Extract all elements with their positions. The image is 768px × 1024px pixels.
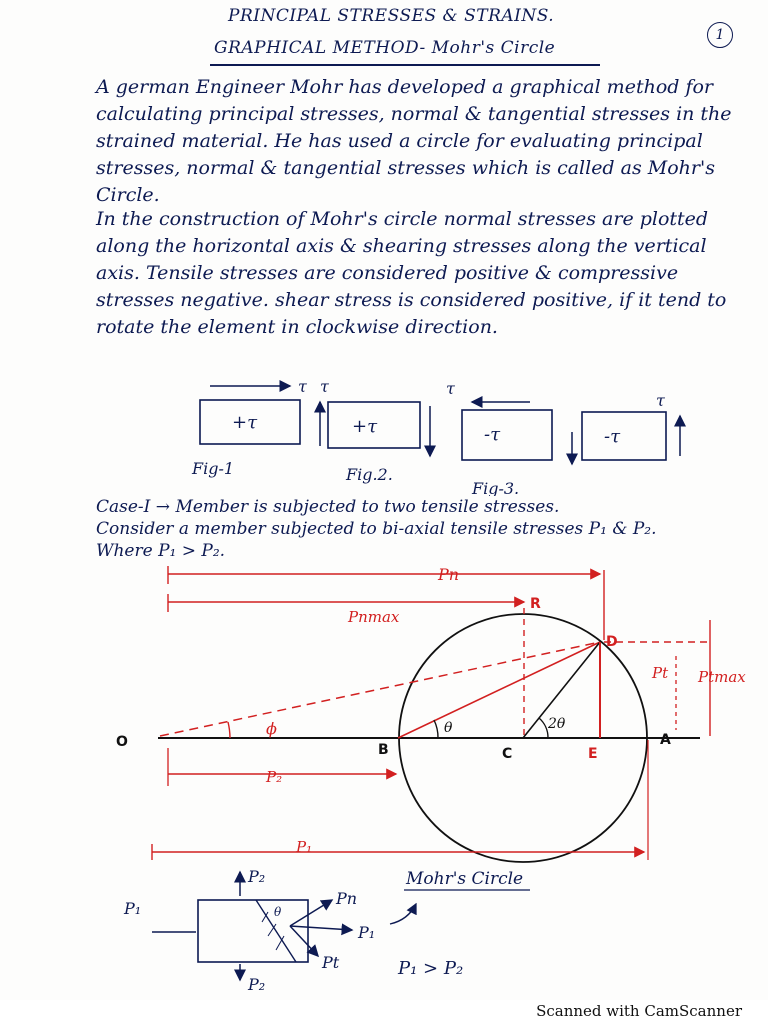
label-p1: P₁ (295, 838, 312, 856)
fig-1: τ +τ Fig-1 (191, 377, 308, 478)
intro-paragraph: A german Engineer Mohr has developed a g… (96, 76, 732, 206)
sketch-pn: Pn (335, 889, 357, 908)
label-phi: ϕ (266, 719, 277, 738)
point-c: C (502, 746, 512, 762)
fig-1-tau: τ (298, 377, 308, 396)
case-line-2: Consider a member subjected to bi-axial … (96, 519, 657, 539)
fig-4-tau: τ (656, 391, 666, 410)
label-theta: θ (444, 720, 453, 736)
sketch-p2-top: P₂ (247, 867, 265, 886)
case-description: Case-I → Member is subjected to two tens… (96, 496, 756, 562)
label-pt: Pt (651, 664, 669, 682)
label-pn: Pn (437, 565, 459, 584)
element-sketch: P₁ P₂ P₂ Pn P₁ Pt θ P₁ > P₂ (123, 867, 463, 994)
point-a: A (660, 732, 671, 748)
label-pn-max: Pnmax (347, 608, 400, 626)
title-underline (210, 64, 600, 66)
fig-2-tau: τ (320, 377, 330, 396)
scanner-watermark: Scanned with CamScanner (536, 1002, 742, 1020)
point-b: B (378, 742, 389, 758)
fig-1-box-text: +τ (232, 412, 258, 433)
sketch-p1-right: P₁ (357, 923, 375, 942)
fig-1-label: Fig-1 (191, 459, 234, 478)
label-pt-max: Ptmax (697, 668, 746, 686)
label-p2: P₂ (265, 768, 282, 786)
case-line-1: Case-I → Member is subjected to two tens… (96, 497, 560, 517)
case-line-3: Where P₁ > P₂. (96, 541, 226, 561)
label-two-theta: 2θ (547, 716, 566, 732)
point-o: O (116, 734, 128, 750)
sketch-note: P₁ > P₂ (397, 958, 463, 979)
mohr-circle-diagram: Pn Pnmax R D Pt Ptmax ϕ θ 2θ (116, 565, 746, 994)
line-cd (522, 641, 601, 739)
sign-convention-paragraph: In the construction of Mohr's circle nor… (96, 208, 727, 338)
point-e: E (588, 746, 598, 762)
page-number: 1 (707, 22, 733, 48)
title-line-1: PRINCIPAL STRESSES & STRAINS. (228, 6, 555, 26)
title-line-2: GRAPHICAL METHOD- Mohr's Circle (214, 38, 556, 58)
fig-3-box-text: -τ (484, 424, 501, 445)
sketch-theta: θ (274, 905, 282, 919)
line-bd (397, 641, 601, 739)
sketch-p1-left: P₁ (123, 899, 141, 918)
fig-3-label: Fig-3. (471, 479, 519, 496)
point-d: D (606, 634, 618, 650)
point-r: R (530, 596, 541, 612)
fig-3: τ -τ Fig-3. (446, 379, 553, 496)
mohr-circle-title: Mohr's Circle (405, 869, 523, 889)
fig-4: -τ τ (566, 391, 686, 466)
fig-3-tau: τ (446, 379, 456, 398)
sign-convention-figures: τ +τ Fig-1 τ +τ Fig.2. τ -τ Fig-3. -τ (191, 377, 686, 496)
fig-2-box-text: +τ (352, 416, 378, 437)
notebook-page: PRINCIPAL STRESSES & STRAINS. GRAPHICAL … (96, 6, 756, 994)
fig-2-label: Fig.2. (345, 465, 393, 484)
line-od (159, 641, 601, 737)
sketch-pt: Pt (321, 953, 340, 972)
footer: Scanned with CamScanner (0, 1000, 768, 1024)
sketch-p2-bottom: P₂ (247, 975, 265, 994)
fig-2: τ +τ Fig.2. (314, 377, 436, 484)
fig-4-box-text: -τ (604, 426, 621, 447)
